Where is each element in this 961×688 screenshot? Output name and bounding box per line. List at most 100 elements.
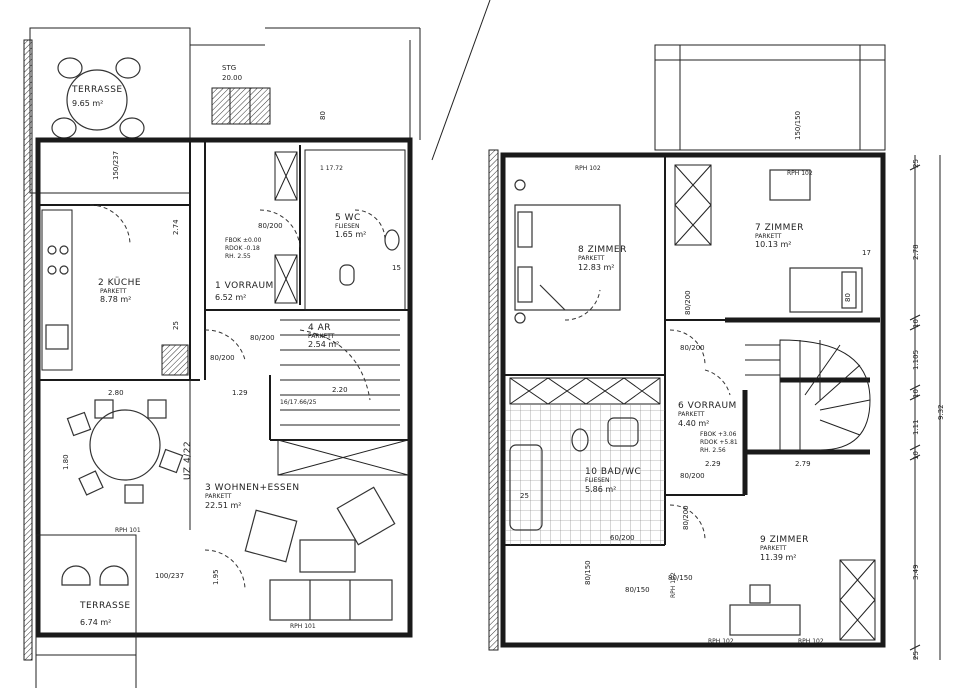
zimmer7-name: 7 ZIMMER <box>755 223 804 233</box>
wardrobes <box>509 164 876 641</box>
dim-100-237: 100/237 <box>155 572 184 580</box>
dim-80v2: 80 <box>844 293 852 302</box>
dim-80-200f: 80/200 <box>680 472 705 480</box>
fbok-right: FBOK +3.06 <box>700 431 737 438</box>
stair-ground <box>211 87 409 476</box>
stg-label: STG <box>222 64 236 72</box>
stair-upper <box>745 339 871 451</box>
dim-280: 2.80 <box>108 389 124 397</box>
rph-dining: RPH 101 <box>115 527 141 534</box>
dim-129: 1.29 <box>232 389 248 397</box>
desk-zimmer9 <box>729 584 801 636</box>
rdok-left: RDOK -0.18 <box>225 245 260 252</box>
wohnen-name: 3 WOHNEN+ESSEN <box>205 483 300 493</box>
dim-80-150b: 80/150 <box>625 586 650 594</box>
ar-name: 4 AR <box>308 323 331 333</box>
uz-label: UZ 4/22 <box>183 441 193 480</box>
bad-floor: FLIESEN <box>585 477 609 484</box>
wc-name: 5 WC <box>335 213 361 223</box>
dim-80-150a: 80/150 <box>584 560 592 585</box>
svg-text:1.105: 1.105 <box>912 350 920 370</box>
dim-80-200b: 80/200 <box>250 334 275 342</box>
wohnen-floor: PARKETT <box>205 493 232 500</box>
vorraum6-floor: PARKETT <box>678 411 705 418</box>
dim-80-200c: 80/200 <box>210 354 235 362</box>
svg-text:10: 10 <box>912 451 920 460</box>
rph-bottom2: RPH 102 <box>798 638 824 645</box>
bad-area: 5.86 m² <box>585 485 616 494</box>
terrace-top-frame <box>29 27 191 194</box>
kueche-name: 2 KÜCHE <box>98 277 141 288</box>
fbok-left: FBOK ±0.00 <box>225 237 262 244</box>
rph-label: RPH 102 <box>575 165 601 172</box>
zimmer8-name: 8 ZIMMER <box>578 245 627 255</box>
terrace-bottom-name: TERRASSE <box>79 601 131 611</box>
bed-zimmer8 <box>514 204 621 311</box>
svg-text:1.11: 1.11 <box>912 419 920 435</box>
plan-separator <box>431 0 491 161</box>
rph-bottom1: RPH 102 <box>708 638 734 645</box>
bad-name: 10 BAD/WC <box>585 467 641 477</box>
dim-150-237: 150/237 <box>112 151 120 180</box>
vorraum1-area: 6.52 m² <box>215 293 246 302</box>
terrace-top-area: 9.65 m² <box>72 99 103 108</box>
zimmer9-floor: PARKETT <box>760 545 787 552</box>
upper-floor-walls <box>500 152 886 648</box>
dim-15: 15 <box>392 264 401 272</box>
dim-279: 2.79 <box>795 460 811 468</box>
vorraum6-name: 6 VORRAUM <box>678 401 737 411</box>
dim-180: 1.80 <box>62 454 70 470</box>
dim-150-150: 150/150 <box>794 111 802 140</box>
rph-bath: RPH 102 <box>670 572 677 598</box>
zimmer9-name: 9 ZIMMER <box>760 535 809 545</box>
steps-top: 1 17.72 <box>320 165 343 172</box>
zimmer7-area: 10.13 m² <box>755 240 791 249</box>
wc-area: 1.65 m² <box>335 230 366 239</box>
dim-80-200g: 80/200 <box>682 505 690 530</box>
dim-220: 2.20 <box>332 386 348 394</box>
ground-floor-walls <box>35 137 413 638</box>
terrace-table <box>51 57 145 139</box>
svg-text:25: 25 <box>912 159 920 168</box>
dim-17: 17 <box>862 249 871 257</box>
dim-60-200: 60/200 <box>610 534 635 542</box>
dim-80-200d: 80/200 <box>684 290 692 315</box>
dim-195: 1.95 <box>212 569 220 585</box>
kueche-floor: PARKETT <box>100 288 127 295</box>
terrace-top-name: TERRASSE <box>71 85 123 95</box>
dim-80v: 80 <box>319 111 327 120</box>
bed-zimmer7 <box>789 267 863 313</box>
rph-living: RPH 101 <box>290 623 316 630</box>
dim-25b: 25 <box>520 492 529 500</box>
rdok-right: RDOK +5.81 <box>700 439 738 446</box>
bathroom-fixtures <box>505 179 665 545</box>
vorraum6-area: 4.40 m² <box>678 419 709 428</box>
upper-floor-plan: 8 ZIMMER PARKETT 12.83 m² 7 ZIMMER PARKE… <box>488 44 945 660</box>
stg-number: 20.00 <box>222 74 242 82</box>
svg-text:2.78: 2.78 <box>912 244 920 260</box>
rh-right: RH. 2.56 <box>700 447 726 454</box>
svg-text:3.49: 3.49 <box>912 564 920 580</box>
dimension-chain-right: 25 2.78 10 1.105 10 1.11 10 9.32 3.49 25 <box>909 155 945 660</box>
vorraum1-name: 1 VORRAUM <box>215 281 274 291</box>
rh-left: RH. 2.55 <box>225 253 251 260</box>
dim-80-150c: 80/150 <box>668 574 693 582</box>
wohnen-area: 22.51 m² <box>205 501 241 510</box>
kueche-area: 8.78 m² <box>100 295 131 304</box>
svg-text:9.32: 9.32 <box>937 404 945 420</box>
svg-text:10: 10 <box>912 319 920 328</box>
wc-floor: FLIESEN <box>335 223 359 230</box>
ar-floor: PARKETT <box>308 333 335 340</box>
svg-text:25: 25 <box>912 651 920 660</box>
dim-80-200e: 80/200 <box>680 344 705 352</box>
rph-top: RPH 102 <box>787 170 813 177</box>
ground-floor-plan: TERRASSE 9.65 m² 2 KÜCHE PARKETT 8.78 m²… <box>23 27 421 688</box>
zimmer7-floor: PARKETT <box>755 233 782 240</box>
zimmer8-floor: PARKETT <box>578 255 605 262</box>
terrace-bottom-area: 6.74 m² <box>80 618 111 627</box>
dim-25: 25 <box>172 321 180 330</box>
zimmer9-area: 11.39 m² <box>760 553 796 562</box>
living-furniture <box>244 486 396 621</box>
dining-table <box>66 399 184 504</box>
